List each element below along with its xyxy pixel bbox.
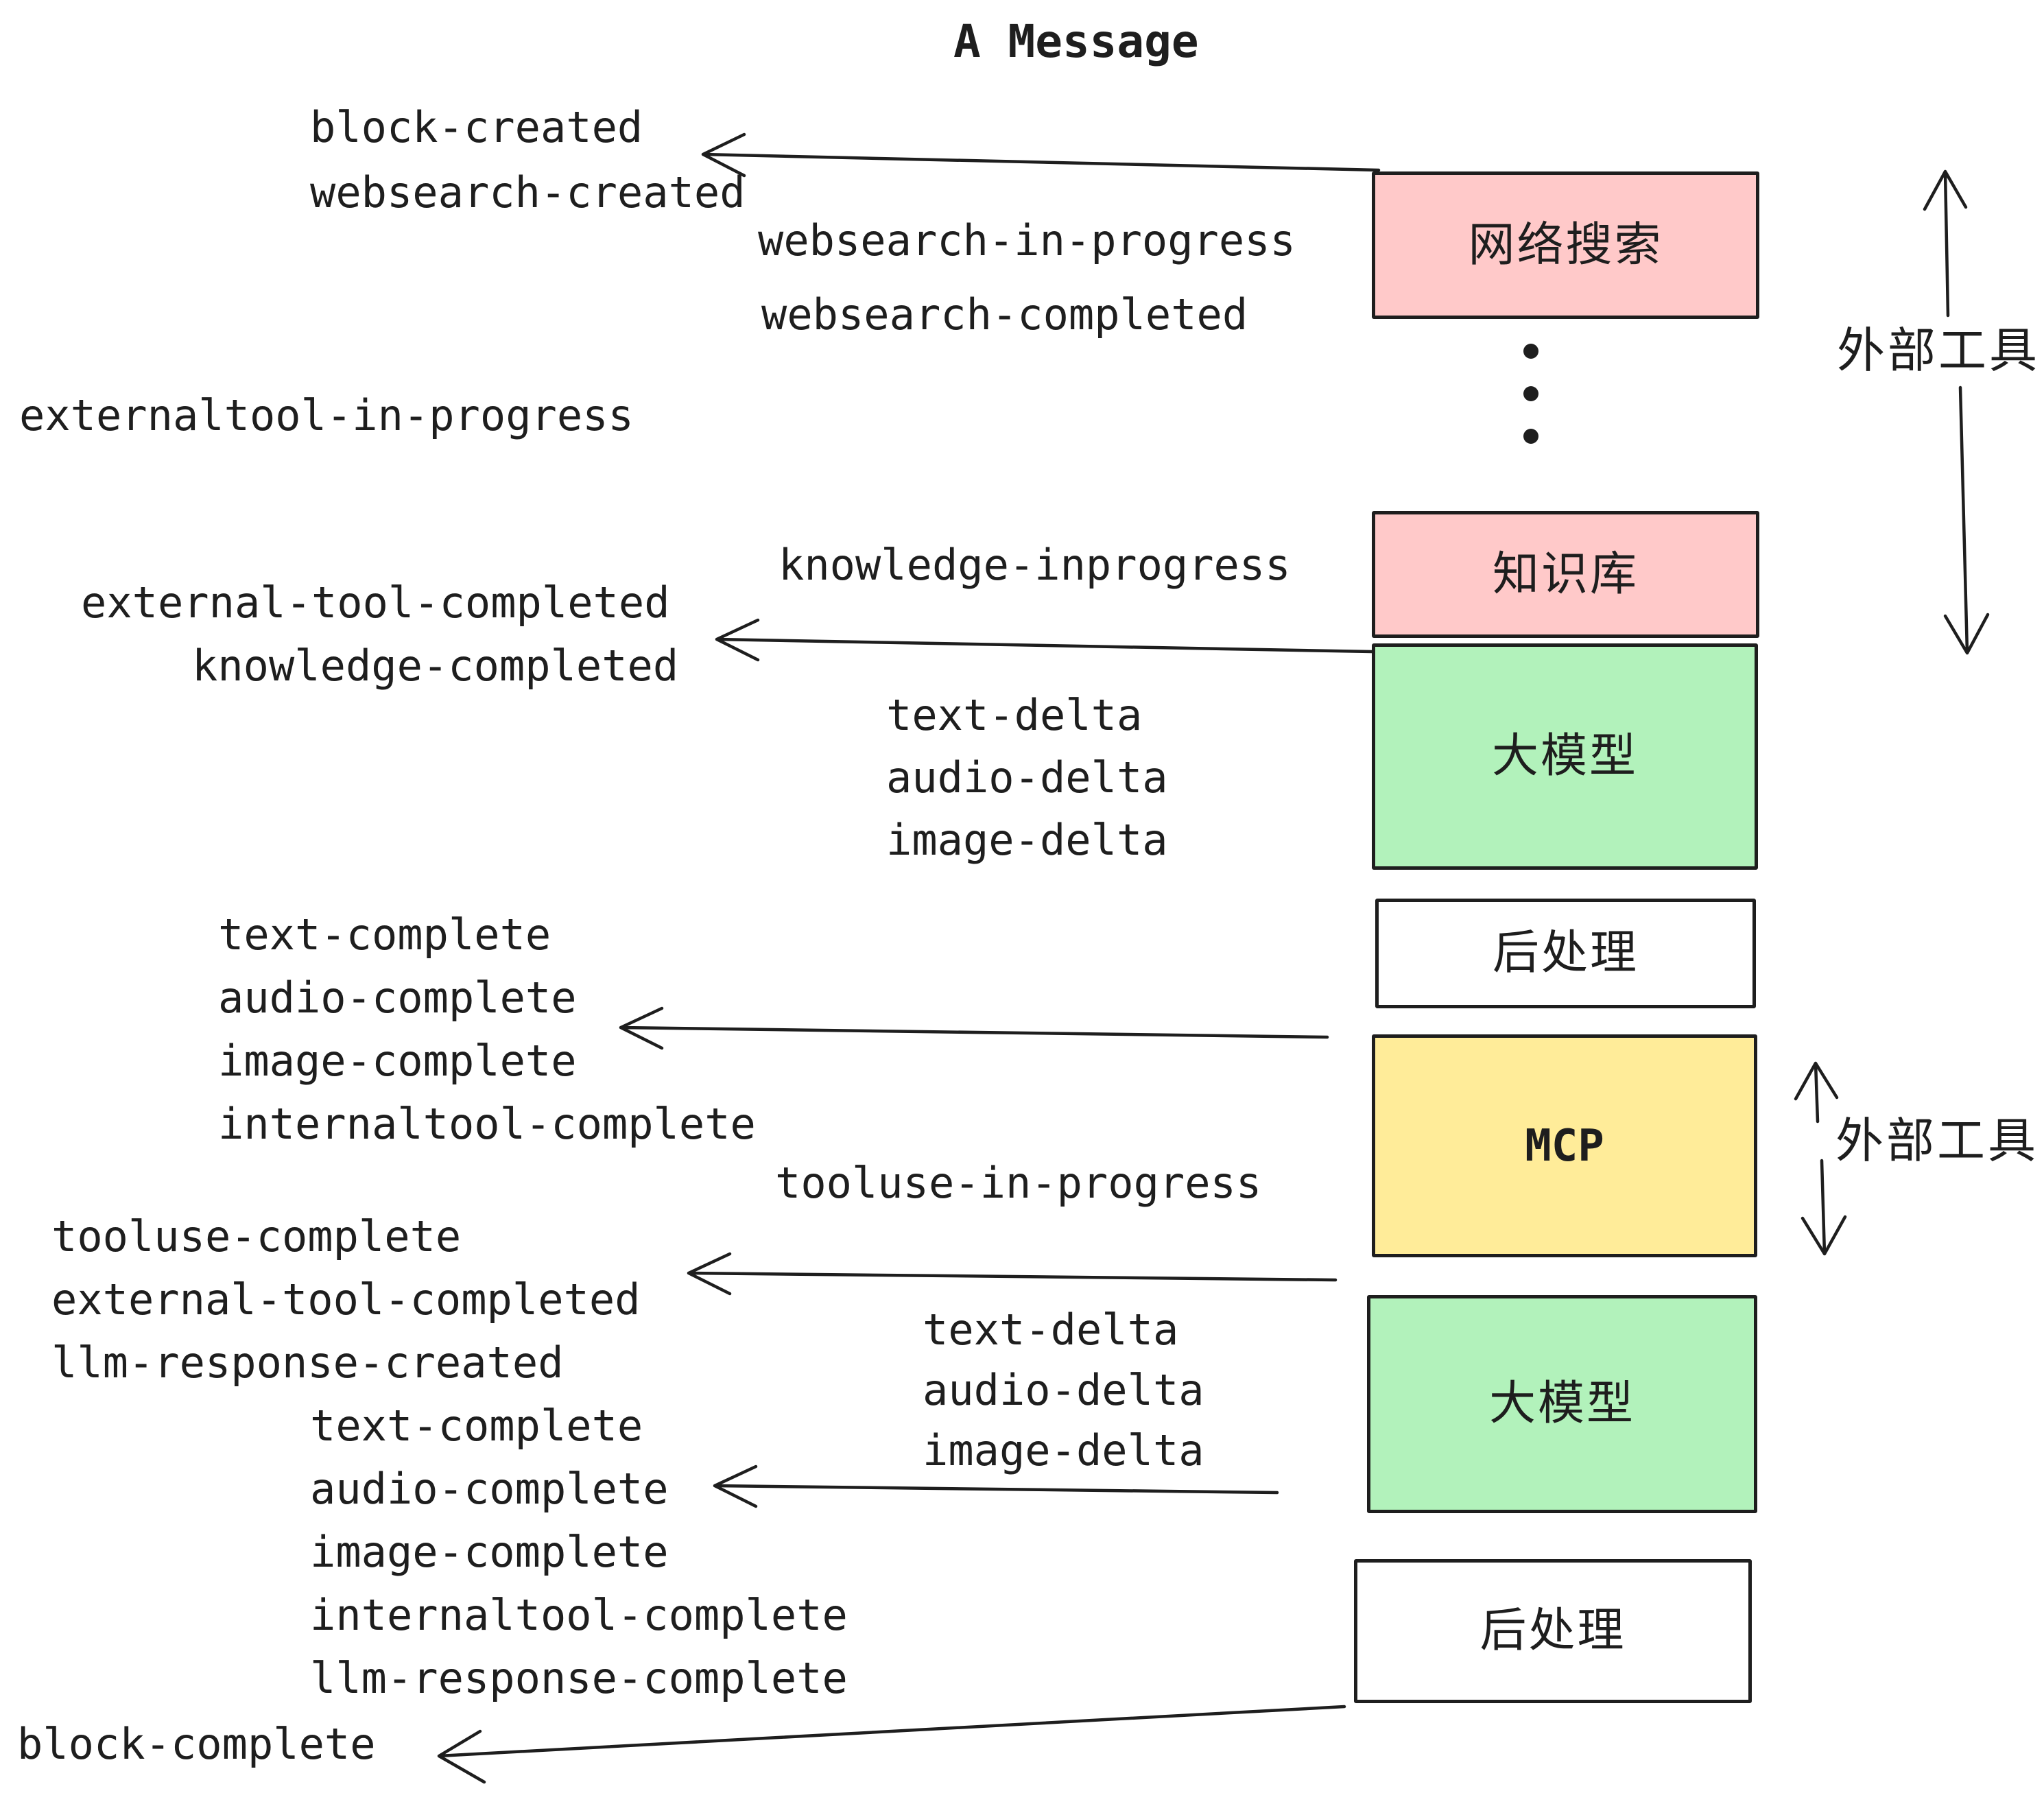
event-llm-response-complete: llm-response-complete <box>310 1653 848 1703</box>
event-text-complete-2: text-complete <box>310 1401 643 1451</box>
event-block-created: block-created <box>310 102 643 152</box>
event-image-complete-2: image-complete <box>310 1527 669 1577</box>
event-websearch-created: websearch-created <box>310 167 746 217</box>
event-block-complete: block-complete <box>17 1719 376 1769</box>
box-knowledge: 知识库 <box>1372 511 1759 638</box>
event-tooluse-in-progress: tooluse-in-progress <box>775 1158 1262 1208</box>
event-text-delta-2: text-delta <box>923 1305 1179 1355</box>
box-llm-1-label: 大模型 <box>1491 729 1638 783</box>
event-websearch-completed: websearch-completed <box>761 289 1248 340</box>
event-externaltool-in-progress: externaltool-in-progress <box>19 390 634 440</box>
event-audio-delta: audio-delta <box>886 752 1168 803</box>
box-llm-1: 大模型 <box>1372 643 1758 870</box>
event-image-delta: image-delta <box>886 815 1168 865</box>
event-text-delta: text-delta <box>886 690 1143 740</box>
box-post-2-label: 后处理 <box>1479 1604 1626 1658</box>
arrow-to-block-complete <box>437 1705 1346 1784</box>
arrow-to-tooluse-complete <box>687 1252 1338 1296</box>
arrow-to-knowledge-completed <box>715 618 1374 662</box>
event-internaltool-complete: internaltool-complete <box>218 1099 756 1149</box>
vertical-ellipsis-dots <box>1523 344 1538 444</box>
event-external-tool-completed: external-tool-completed <box>81 578 670 628</box>
box-post-1-label: 后处理 <box>1492 926 1639 980</box>
event-text-complete: text-complete <box>218 910 551 960</box>
annotation-external-tools-2: 外部工具 <box>1835 1113 2039 1169</box>
event-knowledge-inprogress: knowledge-inprogress <box>779 540 1291 590</box>
external-tools-up-arrow-2 <box>1794 1061 1839 1124</box>
annotation-external-tools-1: 外部工具 <box>1837 322 2040 379</box>
external-tools-up-arrow-1 <box>1923 169 1968 318</box>
box-knowledge-label: 知识库 <box>1492 547 1639 602</box>
event-image-delta-2: image-delta <box>923 1425 1204 1475</box>
event-internaltool-complete-2: internaltool-complete <box>310 1590 848 1640</box>
box-websearch-label: 网络搜索 <box>1468 217 1663 272</box>
arrow-to-block-created <box>701 132 1381 178</box>
event-audio-delta-2: audio-delta <box>923 1365 1204 1415</box>
box-websearch: 网络搜索 <box>1372 171 1759 319</box>
event-websearch-in-progress: websearch-in-progress <box>758 215 1296 265</box>
event-audio-complete: audio-complete <box>218 973 577 1023</box>
arrow-to-image-complete <box>619 1006 1329 1050</box>
event-image-complete: image-complete <box>218 1036 577 1086</box>
box-mcp: MCP <box>1372 1034 1757 1257</box>
event-tooluse-complete: tooluse-complete <box>51 1211 462 1261</box>
diagram-title: A Message <box>953 15 1199 68</box>
event-audio-complete-2: audio-complete <box>310 1464 669 1514</box>
external-tools-down-arrow-2 <box>1801 1159 1847 1256</box>
box-post-2: 后处理 <box>1354 1559 1752 1703</box>
event-llm-response-created: llm-response-created <box>51 1338 564 1388</box>
event-external-tool-completed-2: external-tool-completed <box>51 1274 641 1325</box>
event-knowledge-completed: knowledge-completed <box>192 641 679 691</box>
box-llm-2: 大模型 <box>1367 1295 1757 1513</box>
box-llm-2-label: 大模型 <box>1488 1377 1635 1431</box>
box-post-1: 后处理 <box>1375 899 1756 1008</box>
box-mcp-label: MCP <box>1525 1120 1604 1172</box>
external-tools-down-arrow-1 <box>1943 385 1990 655</box>
